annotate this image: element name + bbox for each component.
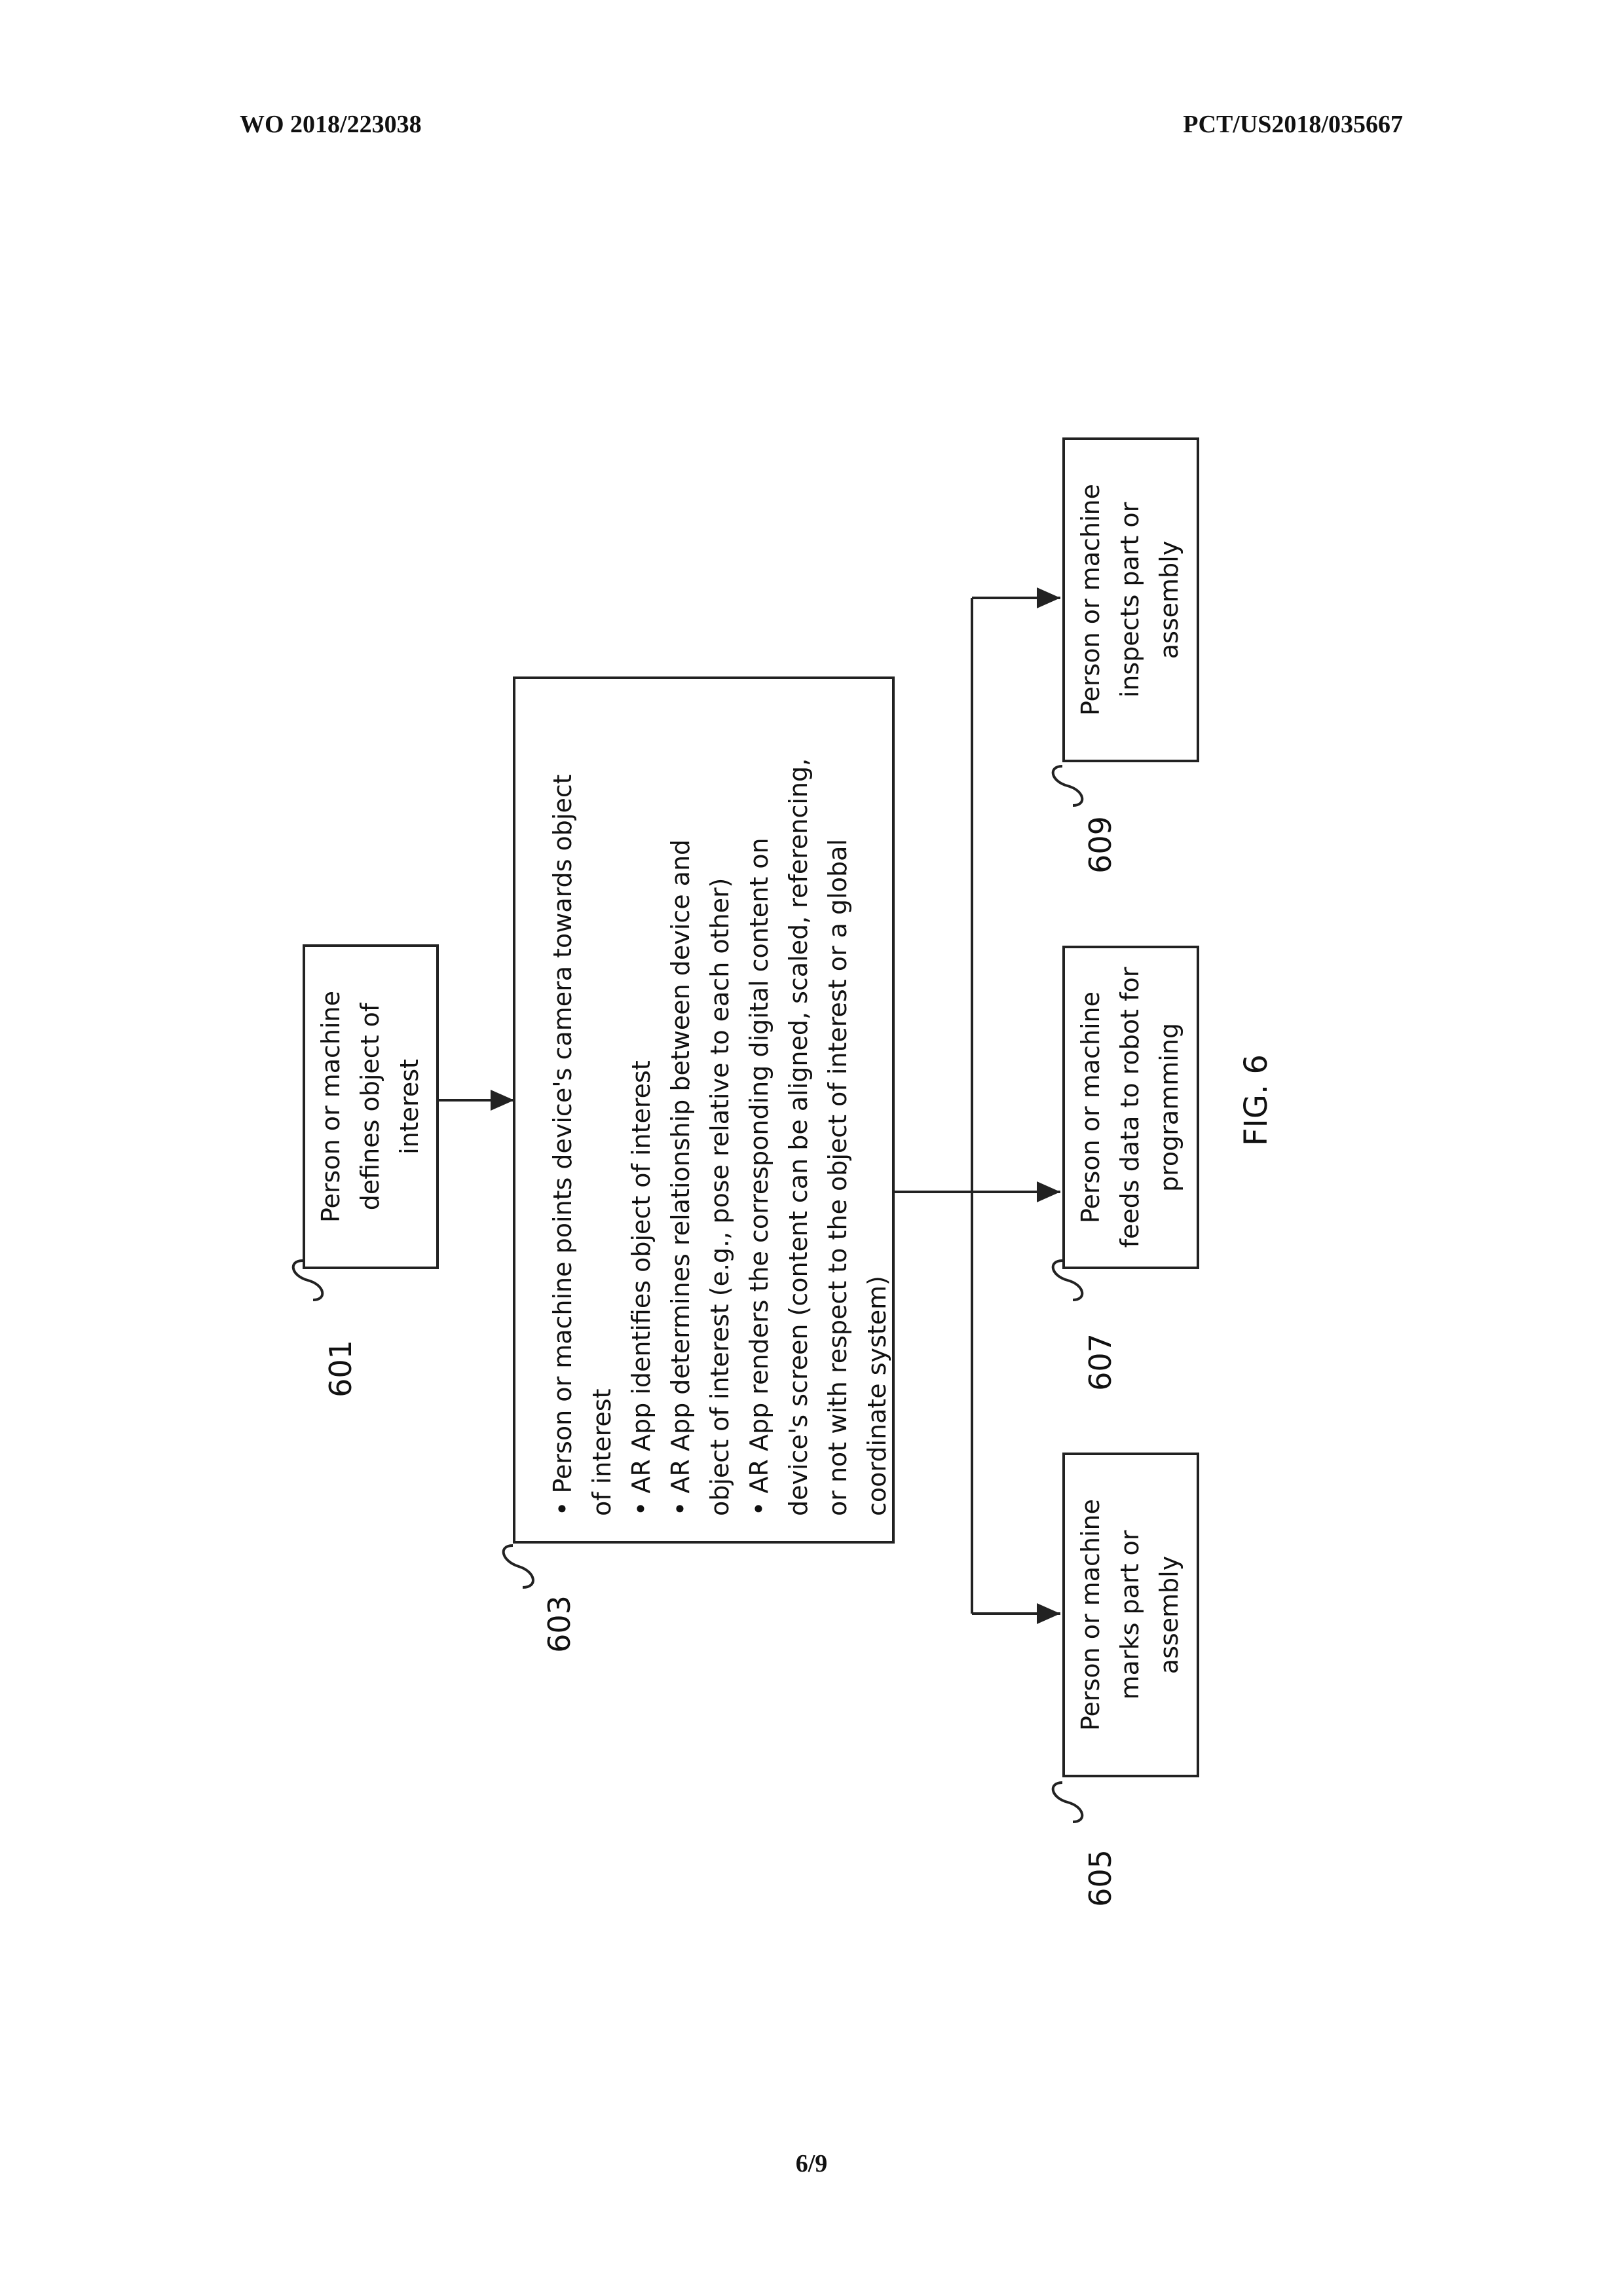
- box-605: [1062, 1453, 1199, 1777]
- box-603-line-1: • Person or machine points device's came…: [548, 774, 577, 1516]
- box-607-line-1: Person or machine: [1076, 991, 1105, 1223]
- box-603-line-6: • AR App renders the corresponding digit…: [745, 838, 774, 1516]
- box-605-line-3: assembly: [1155, 1556, 1184, 1674]
- ref-609: 609: [1083, 816, 1118, 874]
- box-601-line-1: Person or machine: [316, 991, 345, 1223]
- publication-number: WO 2018/223038: [240, 111, 422, 138]
- ref-605: 605: [1083, 1849, 1118, 1907]
- box-609-line-2: inspects part or: [1115, 502, 1144, 697]
- box-609-line-3: assembly: [1155, 541, 1184, 659]
- node-607: Person or machine feeds data to robot fo…: [1051, 946, 1199, 1391]
- ref-603: 603: [542, 1595, 577, 1653]
- box-603-line-4: • AR App determines relationship between…: [666, 840, 695, 1516]
- box-603: [513, 676, 895, 1544]
- ref-601: 601: [323, 1340, 358, 1398]
- leader-609: [1051, 765, 1084, 807]
- box-603-line-2: of interest: [588, 1389, 616, 1517]
- figure-label: FIG. 6: [1238, 1054, 1275, 1146]
- box-603-line-3: • AR App identifies object of interest: [627, 1060, 656, 1516]
- box-605-line-2: marks part or: [1115, 1530, 1144, 1699]
- ref-607: 607: [1083, 1333, 1118, 1391]
- box-607-line-2: feeds data to robot for: [1115, 967, 1144, 1248]
- box-609-line-1: Person or machine: [1076, 484, 1105, 716]
- box-601: [303, 944, 439, 1269]
- box-603-line-5: object of interest (e.g., pose relative …: [705, 878, 734, 1516]
- node-609: Person or machine inspects part or assem…: [1051, 437, 1199, 874]
- box-607-line-3: programming: [1155, 1023, 1184, 1192]
- box-609: [1062, 437, 1199, 762]
- box-601-line-2: defines object of: [356, 1002, 384, 1210]
- leader-607: [1051, 1259, 1084, 1301]
- page-number: 6/9: [795, 2150, 828, 2177]
- box-603-line-7: device's screen (content can be aligned,…: [784, 758, 813, 1516]
- box-601-line-3: interest: [395, 1059, 424, 1155]
- node-601: Person or machine defines object of inte…: [291, 944, 439, 1398]
- application-number: PCT/US2018/035667: [1183, 111, 1403, 138]
- box-603-line-9: coordinate system): [863, 1276, 891, 1516]
- node-605: Person or machine marks part or assembly…: [1051, 1453, 1199, 1907]
- leader-601: [291, 1259, 324, 1301]
- box-603-line-8: or not with respect to the object of int…: [823, 839, 852, 1516]
- box-605-line-1: Person or machine: [1076, 1499, 1105, 1731]
- leader-605: [1051, 1781, 1084, 1823]
- leader-603: [502, 1544, 534, 1589]
- box-607: [1062, 946, 1199, 1269]
- node-603: • Person or machine points device's came…: [502, 676, 895, 1653]
